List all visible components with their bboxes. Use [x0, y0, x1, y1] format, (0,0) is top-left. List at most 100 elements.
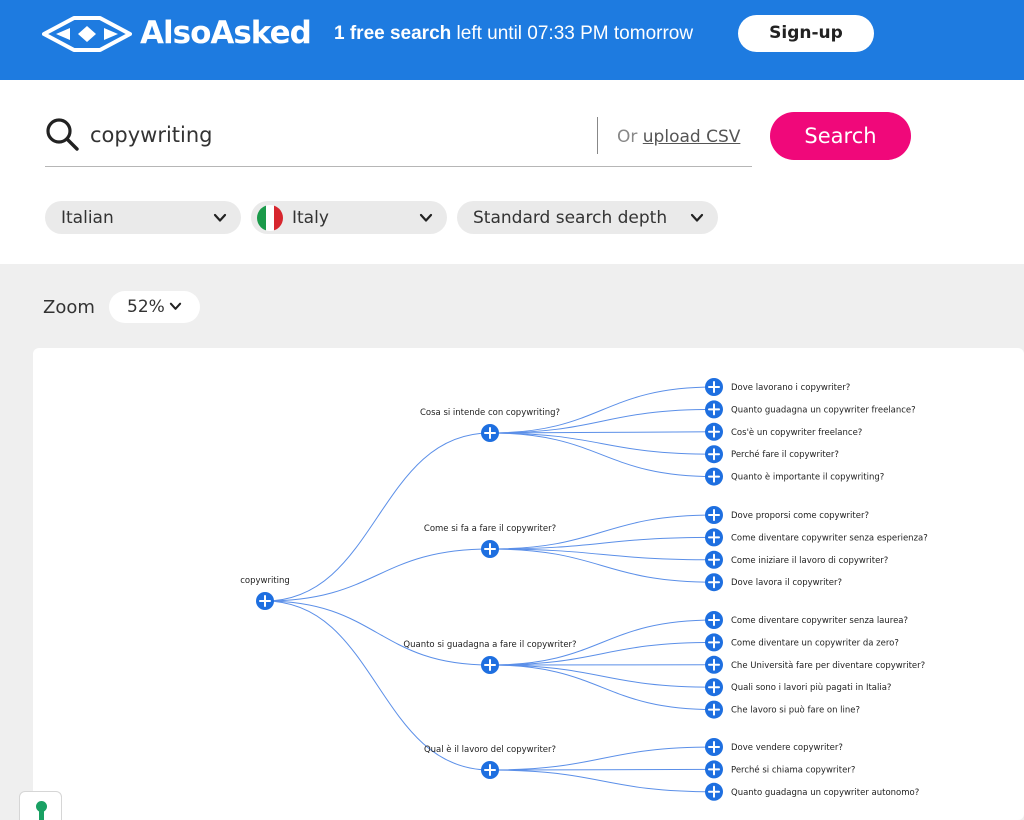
tree-question-expand-button[interactable]	[481, 424, 499, 442]
tree-edge-question-child	[489, 548, 715, 561]
help-icon	[36, 801, 47, 812]
chevron-down-icon	[419, 213, 433, 222]
tree-child-label: Che Università fare per diventare copywr…	[731, 661, 925, 671]
tree-edge-question-child	[489, 514, 715, 550]
tree-child-label: Quanto è importante il copywriting?	[731, 472, 884, 483]
question-tree-canvas[interactable]: copywriting Cosa si intende con copywriti…	[33, 348, 1024, 820]
tree-edge-question-child	[489, 408, 715, 434]
tree-child-expand-button[interactable]	[705, 467, 723, 486]
tree-edge-root-question	[264, 600, 491, 666]
country-select[interactable]: Italy	[251, 201, 447, 234]
tree-edge-root-question	[264, 548, 491, 602]
tree-edge-question-child	[489, 768, 715, 771]
tree-child-label: Perché si chiama copywriter?	[731, 764, 855, 775]
tree-child-expand-button[interactable]	[705, 633, 723, 652]
tree-edge-question-child	[489, 619, 715, 666]
search-depth-value: Standard search depth	[473, 208, 668, 228]
tree-edge-question-child	[489, 386, 715, 434]
italy-flag-icon	[257, 205, 283, 231]
tree-question-expand-button[interactable]	[481, 656, 499, 674]
tree-question-label: Come si fa a fare il copywriter?	[424, 524, 556, 534]
tree-question-expand-button[interactable]	[481, 540, 499, 558]
tree-child-expand-button[interactable]	[705, 655, 723, 674]
zoom-label: Zoom	[43, 297, 95, 318]
tree-child-label: Come diventare copywriter senza esperien…	[731, 533, 928, 543]
tree-child-label: Come iniziare il lavoro di copywriter?	[731, 556, 888, 566]
help-icon-stem	[39, 809, 44, 820]
question-tree: copywriting Cosa si intende con copywriti…	[240, 378, 928, 801]
alsoasked-logo[interactable]	[42, 14, 132, 54]
tree-nodes: copywriting Cosa si intende con copywriti…	[240, 378, 928, 801]
signup-button[interactable]: Sign-up	[738, 15, 874, 52]
tree-child-expand-button[interactable]	[705, 528, 723, 547]
tree-question-label: Qual è il lavoro del copywriter?	[424, 744, 556, 755]
tree-question-expand-button[interactable]	[481, 761, 499, 779]
tree-root-label: copywriting	[240, 576, 290, 586]
tree-edge-question-child	[489, 641, 715, 666]
search-divider	[597, 117, 598, 154]
tree-edge-question-child	[489, 431, 715, 434]
tree-question-label: Quanto si guadagna a fare il copywriter?	[403, 640, 576, 650]
or-label: Or	[617, 127, 643, 147]
tree-edge-question-child	[489, 664, 715, 711]
language-value: Italian	[61, 208, 114, 228]
tree-edge-question-child	[489, 548, 715, 583]
tree-child-expand-button[interactable]	[705, 550, 723, 569]
upload-csv-text: Or upload CSV	[617, 127, 740, 147]
search-depth-select[interactable]: Standard search depth	[457, 201, 718, 234]
tree-child-label: Dove vendere copywriter?	[731, 743, 843, 753]
logo-mark-icon	[42, 16, 132, 52]
tree-child-label: Perché fare il copywriter?	[731, 449, 839, 460]
tree-edge-question-child	[489, 432, 715, 455]
tree-child-expand-button[interactable]	[705, 378, 723, 396]
language-select[interactable]: Italian	[45, 201, 241, 234]
tree-child-label: Dove proporsi come copywriter?	[731, 511, 869, 521]
tree-child-expand-button[interactable]	[705, 700, 723, 719]
tree-child-label: Quanto guadagna un copywriter autonomo?	[731, 788, 919, 798]
tree-child-label: Dove lavorano i copywriter?	[731, 383, 850, 393]
country-value: Italy	[292, 208, 329, 228]
tree-child-expand-button[interactable]	[705, 782, 723, 801]
tree-child-expand-button[interactable]	[705, 445, 723, 464]
tree-child-label: Dove lavora il copywriter?	[731, 578, 842, 588]
tree-child-label: Quanto guadagna un copywriter freelance?	[731, 405, 916, 415]
tree-edge-question-child	[489, 769, 715, 793]
tree-edge-question-child	[489, 664, 715, 688]
tree-child-expand-button[interactable]	[705, 400, 723, 419]
search-bar: Or upload CSV	[45, 112, 752, 167]
free-search-until: left until 07:33 PM tomorrow	[451, 23, 694, 44]
tree-child-expand-button[interactable]	[705, 611, 723, 629]
tree-child-expand-button[interactable]	[705, 422, 723, 441]
tree-edge-question-child	[489, 746, 715, 771]
help-button[interactable]	[19, 791, 62, 820]
tree-child-expand-button[interactable]	[705, 760, 723, 779]
free-search-count: 1 free search	[334, 23, 452, 44]
tree-root-expand-button[interactable]	[256, 592, 274, 610]
tree-edge-question-child	[489, 536, 715, 550]
search-icon	[46, 118, 79, 151]
top-bar: AlsoAsked 1 free search left until 07:33…	[0, 0, 1024, 80]
tree-child-label: Che lavoro si può fare on line?	[731, 705, 860, 716]
search-input[interactable]	[90, 118, 590, 152]
tree-child-label: Come diventare copywriter senza laurea?	[731, 616, 908, 626]
tree-edge-root-question	[264, 600, 491, 771]
upload-csv-link[interactable]: upload CSV	[642, 127, 741, 147]
brand-name: AlsoAsked	[140, 15, 312, 51]
tree-child-expand-button[interactable]	[705, 678, 723, 697]
tree-child-label: Quali sono i lavori più pagati in Italia…	[731, 683, 891, 693]
search-button[interactable]: Search	[770, 112, 911, 160]
chevron-down-icon	[169, 302, 182, 310]
tree-question-label: Cosa si intende con copywriting?	[420, 408, 560, 418]
zoom-select[interactable]: 52%	[109, 291, 200, 323]
zoom-value: 52%	[127, 297, 165, 317]
tree-edge-question-child	[489, 432, 715, 478]
tree-child-label: Cos'è un copywriter freelance?	[731, 427, 862, 438]
chevron-down-icon	[690, 213, 704, 222]
tree-child-expand-button[interactable]	[705, 738, 723, 756]
tree-child-expand-button[interactable]	[705, 506, 723, 524]
chevron-down-icon	[213, 213, 227, 222]
tree-child-label: Come diventare un copywriter da zero?	[731, 638, 899, 648]
tree-edge-root-question	[264, 432, 491, 602]
tree-child-expand-button[interactable]	[705, 573, 723, 592]
tree-edges	[264, 386, 715, 793]
